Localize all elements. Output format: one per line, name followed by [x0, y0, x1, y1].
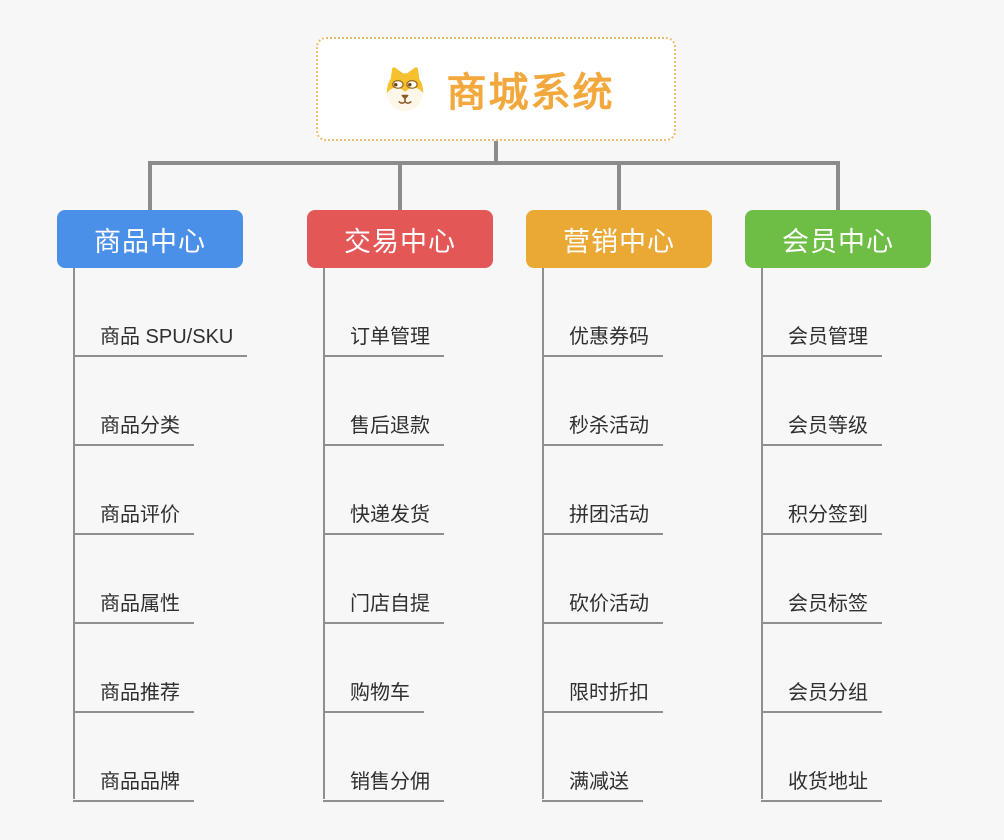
- leaf-item: 会员管理: [761, 268, 995, 357]
- leaf-product-brand[interactable]: 商品品牌: [73, 765, 194, 802]
- leaf-member-management[interactable]: 会员管理: [761, 320, 882, 357]
- branch-product-center: 商品中心 商品 SPU/SKU 商品分类 商品评价 商品属性 商品推荐 商品品牌: [57, 210, 307, 802]
- branch-connector-line: [73, 268, 75, 799]
- leaf-product-recommend[interactable]: 商品推荐: [73, 676, 194, 713]
- branch-connector-line: [323, 268, 325, 799]
- leaf-item: 满减送: [542, 713, 776, 802]
- leaf-item: 拼团活动: [542, 446, 776, 535]
- leaf-item: 商品 SPU/SKU: [73, 268, 307, 357]
- branch-header-marketing-center[interactable]: 营销中心: [526, 210, 712, 268]
- leaf-member-tag[interactable]: 会员标签: [761, 587, 882, 624]
- leaf-item: 销售分佣: [323, 713, 557, 802]
- branch-marketing-center: 营销中心 优惠券码 秒杀活动 拼团活动 砍价活动 限时折扣 满减送: [526, 210, 776, 802]
- root-title: 商城系统: [446, 71, 615, 115]
- dog-face-icon: [378, 65, 432, 113]
- leaf-shipping-address[interactable]: 收货地址: [761, 765, 882, 802]
- branch-header-trade-center[interactable]: 交易中心: [307, 210, 493, 268]
- branch-connector-line: [761, 268, 763, 799]
- leaf-item: 会员标签: [761, 535, 995, 624]
- leaf-item: 订单管理: [323, 268, 557, 357]
- branch-header-member-center[interactable]: 会员中心: [745, 210, 931, 268]
- leaf-item: 快递发货: [323, 446, 557, 535]
- leaf-product-spu-sku[interactable]: 商品 SPU/SKU: [73, 320, 248, 357]
- leaf-item: 商品分类: [73, 357, 307, 446]
- leaf-store-pickup[interactable]: 门店自提: [323, 587, 444, 624]
- leaf-item: 售后退款: [323, 357, 557, 446]
- leaf-member-group[interactable]: 会员分组: [761, 676, 882, 713]
- leaf-group-buy[interactable]: 拼团活动: [542, 498, 663, 535]
- leaf-aftersale-refund[interactable]: 售后退款: [323, 409, 444, 446]
- leaf-flash-sale[interactable]: 秒杀活动: [542, 409, 663, 446]
- leaf-shopping-cart[interactable]: 购物车: [323, 676, 424, 713]
- root-node-mall-system[interactable]: 商城系统: [316, 37, 676, 141]
- leaf-product-review[interactable]: 商品评价: [73, 498, 194, 535]
- leaf-item: 门店自提: [323, 535, 557, 624]
- leaf-item: 积分签到: [761, 446, 995, 535]
- leaf-points-checkin[interactable]: 积分签到: [761, 498, 882, 535]
- leaf-product-attribute[interactable]: 商品属性: [73, 587, 194, 624]
- leaf-item: 砍价活动: [542, 535, 776, 624]
- leaf-order-management[interactable]: 订单管理: [323, 320, 444, 357]
- leaf-bargain-activity[interactable]: 砍价活动: [542, 587, 663, 624]
- connector-stub-trade: [398, 161, 402, 210]
- leaf-coupon-code[interactable]: 优惠券码: [542, 320, 663, 357]
- leaf-item: 收货地址: [761, 713, 995, 802]
- leaf-limited-time-discount[interactable]: 限时折扣: [542, 676, 663, 713]
- leaf-item: 优惠券码: [542, 268, 776, 357]
- leaf-item: 商品推荐: [73, 624, 307, 713]
- leaf-member-level[interactable]: 会员等级: [761, 409, 882, 446]
- leaf-item: 商品评价: [73, 446, 307, 535]
- leaf-item: 会员分组: [761, 624, 995, 713]
- branch-header-product-center[interactable]: 商品中心: [57, 210, 243, 268]
- connector-stub-products: [148, 161, 152, 210]
- branch-connector-line: [542, 268, 544, 799]
- connector-stub-marketing: [617, 161, 621, 210]
- leaf-item: 购物车: [323, 624, 557, 713]
- leaf-item: 商品属性: [73, 535, 307, 624]
- leaf-sales-commission[interactable]: 销售分佣: [323, 765, 444, 802]
- branch-member-center: 会员中心 会员管理 会员等级 积分签到 会员标签 会员分组 收货地址: [745, 210, 995, 802]
- leaf-item: 限时折扣: [542, 624, 776, 713]
- connector-stub-members: [836, 161, 840, 210]
- leaf-item: 商品品牌: [73, 713, 307, 802]
- leaf-full-reduction[interactable]: 满减送: [542, 765, 643, 802]
- leaf-item: 秒杀活动: [542, 357, 776, 446]
- leaf-express-delivery[interactable]: 快递发货: [323, 498, 444, 535]
- branch-trade-center: 交易中心 订单管理 售后退款 快递发货 门店自提 购物车 销售分佣: [307, 210, 557, 802]
- connector-trunk: [494, 141, 498, 165]
- leaf-item: 会员等级: [761, 357, 995, 446]
- connector-horizontal: [148, 161, 840, 165]
- leaf-product-category[interactable]: 商品分类: [73, 409, 194, 446]
